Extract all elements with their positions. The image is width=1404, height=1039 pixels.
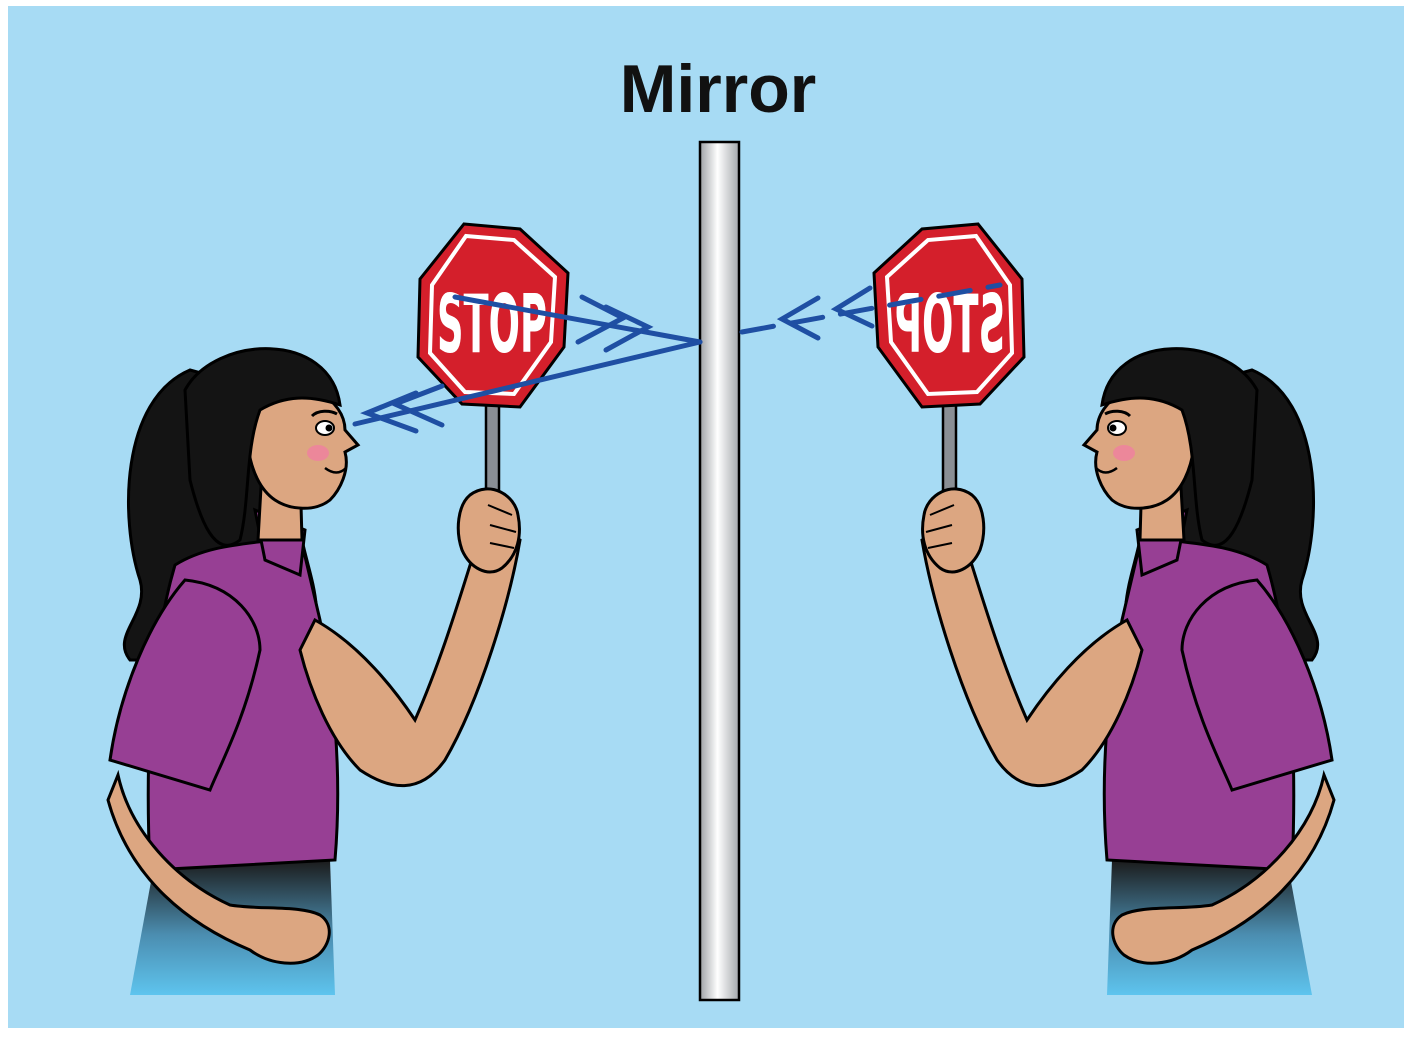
mirror-icon	[700, 142, 739, 1000]
stop-sign-text: STOP	[437, 278, 547, 371]
title-text: Mirror	[620, 51, 816, 127]
